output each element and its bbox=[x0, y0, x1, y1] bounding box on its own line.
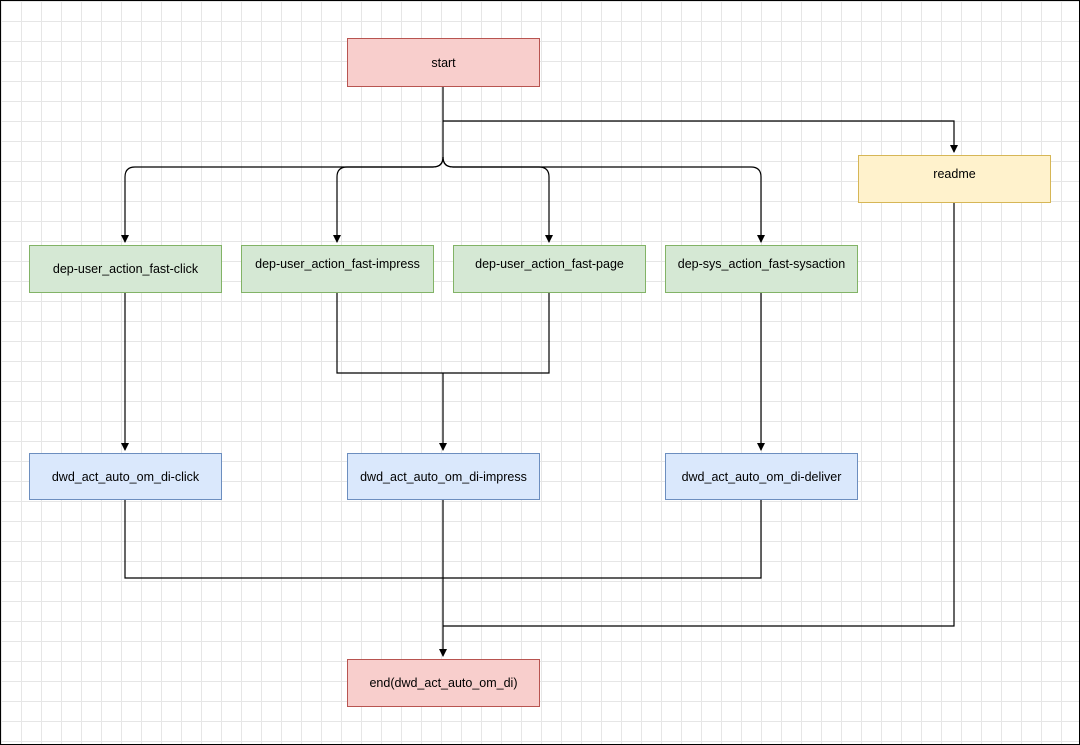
edge-start-to-readme bbox=[443, 120, 958, 153]
edge-start-to-dep-page bbox=[442, 156, 553, 243]
node-readme[interactable]: readme bbox=[858, 155, 1051, 203]
node-dep-impress-label: dep-user_action_fast-impress bbox=[255, 257, 420, 271]
edge-dep-impress-page-merge bbox=[336, 293, 550, 374]
node-start-label: start bbox=[431, 55, 456, 70]
node-dep-sys-action-fast-sysaction[interactable]: dep-sys_action_fast-sysaction bbox=[665, 245, 858, 293]
node-dwd-impress-label: dwd_act_auto_om_di-impress bbox=[360, 469, 527, 484]
node-dep-sysaction-label: dep-sys_action_fast-sysaction bbox=[677, 257, 846, 271]
node-dwd-deliver-label: dwd_act_auto_om_di-deliver bbox=[681, 469, 842, 484]
edge-readme-to-end bbox=[443, 203, 955, 627]
node-dwd-act-auto-om-di-click[interactable]: dwd_act_auto_om_di-click bbox=[29, 453, 222, 500]
node-readme-label: readme bbox=[933, 167, 976, 181]
node-dep-user-action-fast-impress[interactable]: dep-user_action_fast-impress bbox=[241, 245, 434, 293]
edge-start-to-dep-sysaction bbox=[442, 156, 765, 243]
edge-start-to-dep-click bbox=[121, 87, 444, 243]
node-start[interactable]: start bbox=[347, 38, 540, 87]
node-dep-user-action-fast-page[interactable]: dep-user_action_fast-page bbox=[453, 245, 646, 293]
node-dep-page-label: dep-user_action_fast-page bbox=[475, 257, 624, 271]
node-end-label: end(dwd_act_auto_om_di) bbox=[369, 676, 518, 690]
node-dep-click-label: dep-user_action_fast-click bbox=[52, 262, 199, 276]
node-dwd-act-auto-om-di-deliver[interactable]: dwd_act_auto_om_di-deliver bbox=[665, 453, 858, 500]
node-dep-user-action-fast-click[interactable]: dep-user_action_fast-click bbox=[29, 245, 222, 293]
node-end[interactable]: end(dwd_act_auto_om_di) bbox=[347, 659, 540, 707]
edge-start-to-dep-impress bbox=[333, 156, 444, 243]
node-dwd-click-label: dwd_act_auto_om_di-click bbox=[51, 469, 200, 484]
node-dwd-act-auto-om-di-impress[interactable]: dwd_act_auto_om_di-impress bbox=[347, 453, 540, 500]
